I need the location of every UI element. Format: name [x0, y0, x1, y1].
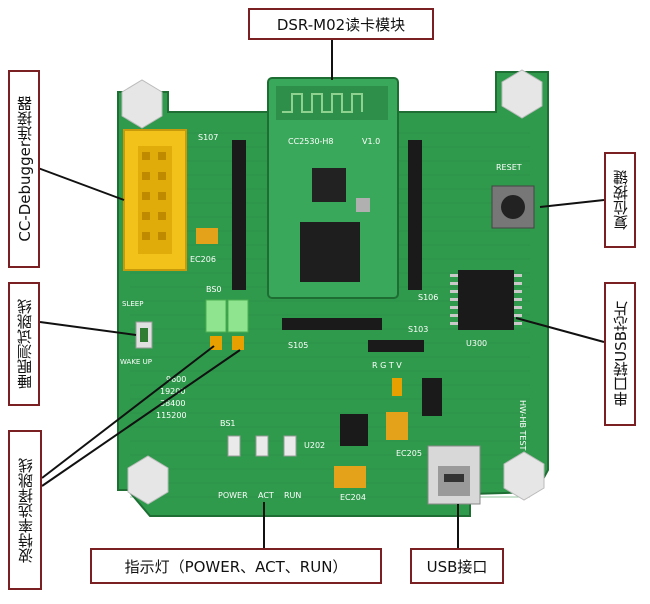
silk-test: HW-HB TEST: [518, 400, 527, 451]
standoff-bottom-right: [503, 451, 545, 501]
silk-9600: 9600: [166, 375, 186, 384]
silk-115200: 115200: [156, 411, 187, 420]
label-dsr-module-text: DSR-M02读卡模块: [276, 15, 406, 34]
silk-bs1: BS1: [220, 419, 236, 428]
callout-lines: [37, 40, 605, 548]
label-baud-jumper-text: 波特率选择跳线: [16, 457, 35, 563]
silk-u202: U202: [304, 441, 325, 450]
dsr-chip-main: [300, 222, 360, 282]
silk-s106: S106: [418, 293, 438, 302]
module-ver: V1.0: [362, 137, 380, 146]
usb-port-component: [427, 445, 481, 505]
standoff-top-right: [501, 69, 543, 119]
label-indicators-text: 指示灯（POWER、ACT、RUN）: [124, 557, 348, 576]
silk-ec205: EC205: [396, 449, 422, 458]
label-dsr-module: DSR-M02读卡模块: [248, 8, 434, 40]
silk-wake-up: WAKE UP: [120, 358, 152, 366]
label-usb-chip-text: 串口转USB芯片: [611, 301, 630, 407]
module-text: CC2530-H8: [288, 137, 334, 146]
silk-s105: S105: [288, 341, 308, 350]
standoff-bottom-left: [127, 455, 169, 505]
silk-bs0-top: BS0: [206, 285, 222, 294]
silk-19200: 19200: [160, 387, 185, 396]
silk-power: POWER: [218, 491, 248, 500]
label-usb-port: USB接口: [410, 548, 504, 584]
label-usb-port-text: USB接口: [426, 557, 488, 576]
label-sleep-jumper: 睡眠测试跳线: [8, 282, 40, 406]
bottom-pin-header: [282, 318, 382, 330]
label-usb-chip: 串口转USB芯片: [604, 282, 636, 426]
silk-ec204: EC204: [340, 493, 366, 502]
label-baud-jumper: 波特率选择跳线: [8, 430, 42, 590]
silk-run: RUN: [284, 491, 301, 500]
silk-sleep: SLEEP: [122, 300, 143, 308]
label-cc-debugger: CC-Debugger连接器: [8, 70, 40, 268]
label-cc-debugger-text: CC-Debugger连接器: [15, 96, 34, 242]
label-indicators: 指示灯（POWER、ACT、RUN）: [90, 548, 382, 584]
indicator-leds: [227, 435, 297, 457]
silk-reset: RESET: [496, 163, 522, 172]
silk-ec206: EC206: [190, 255, 216, 264]
silk-act: ACT: [258, 491, 274, 500]
silk-u300: U300: [466, 339, 487, 348]
silk-s107: S107: [198, 133, 218, 142]
silk-rgtv: R G T V: [372, 361, 402, 370]
silk-s103: S103: [408, 325, 428, 334]
module-pin-header-left: [232, 140, 422, 290]
label-reset-button-text: 复位按键: [611, 170, 630, 230]
label-sleep-jumper-text: 睡眠测试跳线: [15, 299, 34, 389]
dsr-chip-small: [312, 168, 346, 202]
silk-38400: 38400: [160, 399, 185, 408]
usb-serial-chip: [458, 270, 514, 330]
standoff-top-left: [121, 79, 163, 129]
label-reset-button: 复位按键: [604, 152, 636, 248]
